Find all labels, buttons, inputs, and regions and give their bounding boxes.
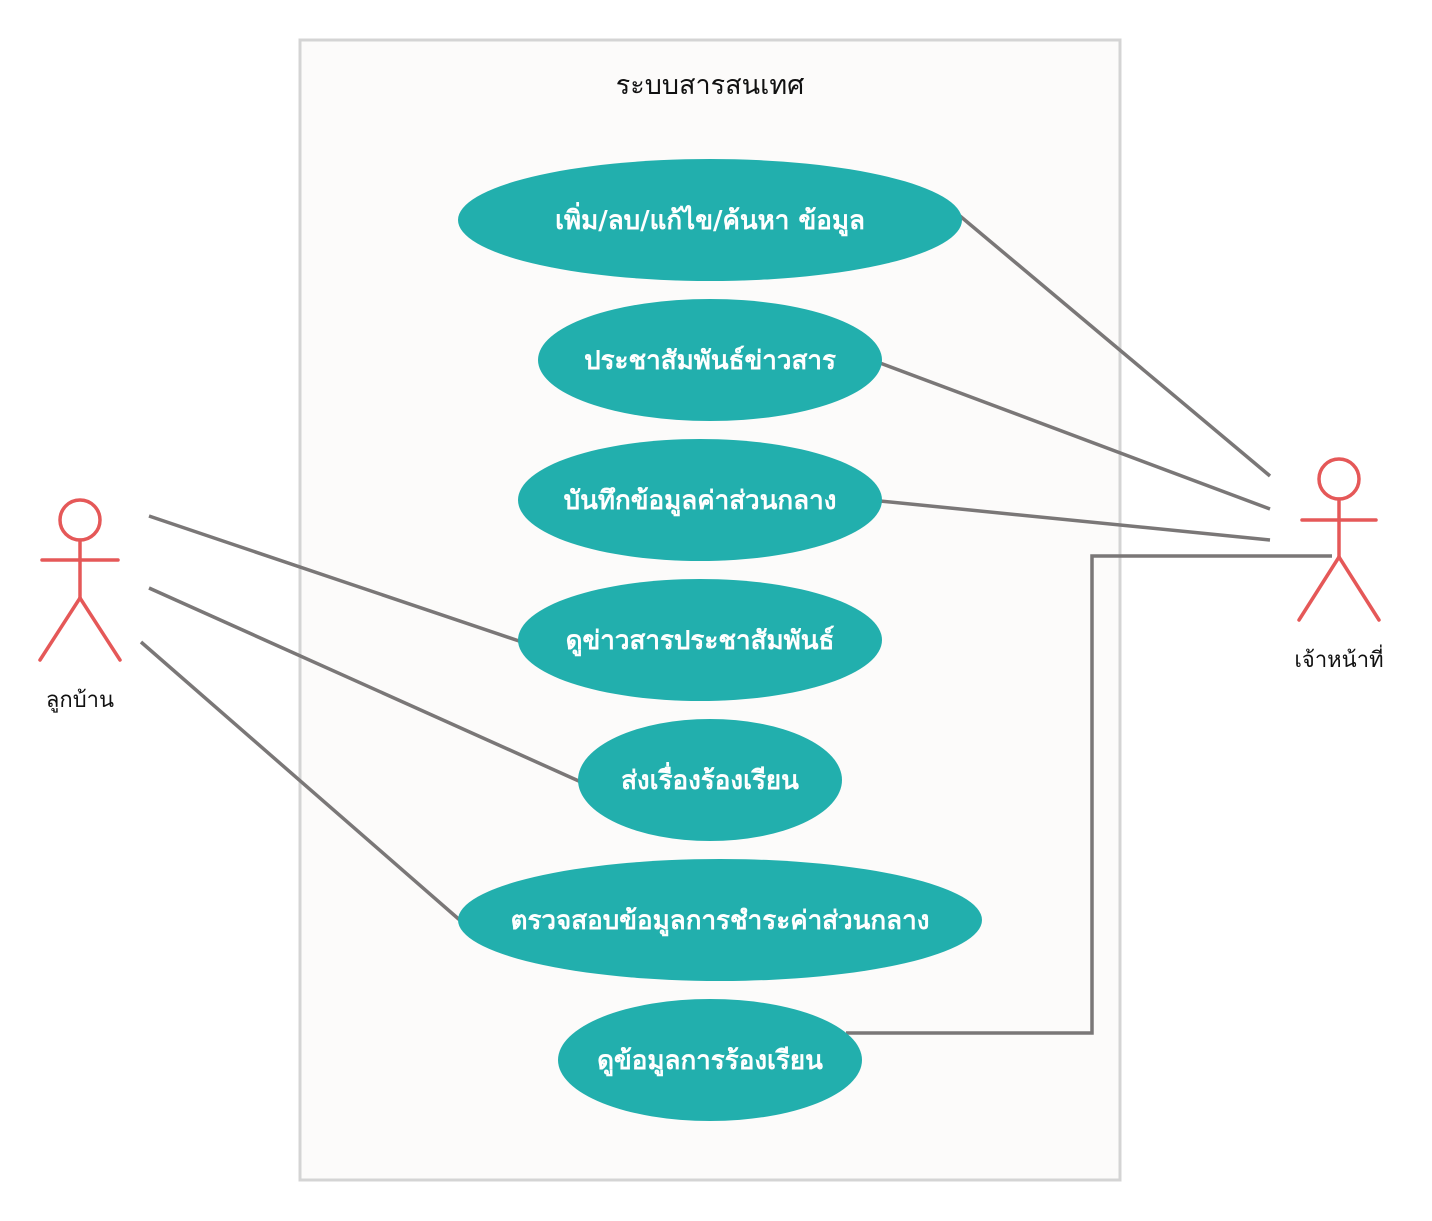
use-case-ellipse bbox=[458, 859, 982, 981]
association-line-staff-publicize-news bbox=[879, 361, 1271, 511]
actor-label: ลูกบ้าน bbox=[46, 688, 114, 713]
use-case-ellipse bbox=[558, 999, 862, 1121]
use-cases: เพิ่ม/ลบ/แก้ไข/ค้นหา ข้อมูล ประชาสัมพันธ… bbox=[458, 159, 982, 1121]
use-case-ellipse bbox=[518, 579, 882, 701]
use-case-label: ส่งเรื่องร้องเรียน bbox=[621, 761, 799, 796]
association-line-resident-check-payment bbox=[139, 640, 464, 924]
use-case-label: ดูข้อมูลการร้องเรียน bbox=[597, 1046, 823, 1077]
association-line-resident-view-news bbox=[148, 514, 523, 644]
use-case-publicize-news[interactable]: ประชาสัมพันธ์ข่าวสาร bbox=[538, 299, 882, 421]
use-case-label: เพิ่ม/ลบ/แก้ไข/ค้นหา ข้อมูล bbox=[555, 201, 865, 237]
actor-resident[interactable]: ลูกบ้าน bbox=[38, 498, 122, 713]
association-lines bbox=[139, 214, 1332, 1035]
use-case-ellipse bbox=[518, 439, 882, 561]
use-case-ellipse bbox=[458, 159, 962, 281]
use-case-label: ประชาสัมพันธ์ข่าวสาร bbox=[584, 345, 836, 376]
use-case-ellipse bbox=[538, 299, 882, 421]
use-case-manage-data[interactable]: เพิ่ม/ลบ/แก้ไข/ค้นหา ข้อมูล bbox=[458, 159, 962, 281]
use-case-check-payment[interactable]: ตรวจสอบข้อมูลการชำระค่าส่วนกลาง bbox=[458, 859, 982, 981]
use-case-view-complaints[interactable]: ดูข้อมูลการร้องเรียน bbox=[558, 999, 862, 1121]
actor-label: เจ้าหน้าที่ bbox=[1294, 644, 1383, 673]
use-case-send-complaint[interactable]: ส่งเรื่องร้องเรียน bbox=[578, 719, 842, 841]
use-case-label: ดูข่าวสารประชาสัมพันธ์ bbox=[566, 625, 835, 657]
association-line-resident-send-complaint bbox=[148, 586, 582, 784]
use-case-ellipse bbox=[578, 719, 842, 841]
actor-staff[interactable]: เจ้าหน้าที่ bbox=[1294, 457, 1384, 673]
use-case-view-news[interactable]: ดูข่าวสารประชาสัมพันธ์ bbox=[518, 579, 882, 701]
association-line-staff-record-fees bbox=[879, 499, 1271, 542]
use-case-record-fees[interactable]: บันทึกข้อมูลค่าส่วนกลาง bbox=[518, 439, 882, 561]
use-case-label: บันทึกข้อมูลค่าส่วนกลาง bbox=[564, 486, 837, 517]
stick-figure-icon bbox=[1297, 457, 1381, 622]
association-line-staff-manage-data bbox=[958, 214, 1272, 478]
stick-figure-icon bbox=[38, 498, 122, 662]
use-case-label: ตรวจสอบข้อมูลการชำระค่าส่วนกลาง bbox=[511, 906, 930, 937]
system-title: ระบบสารสนเทศ bbox=[616, 70, 805, 101]
association-line-staff-view-complaints bbox=[846, 554, 1332, 1035]
